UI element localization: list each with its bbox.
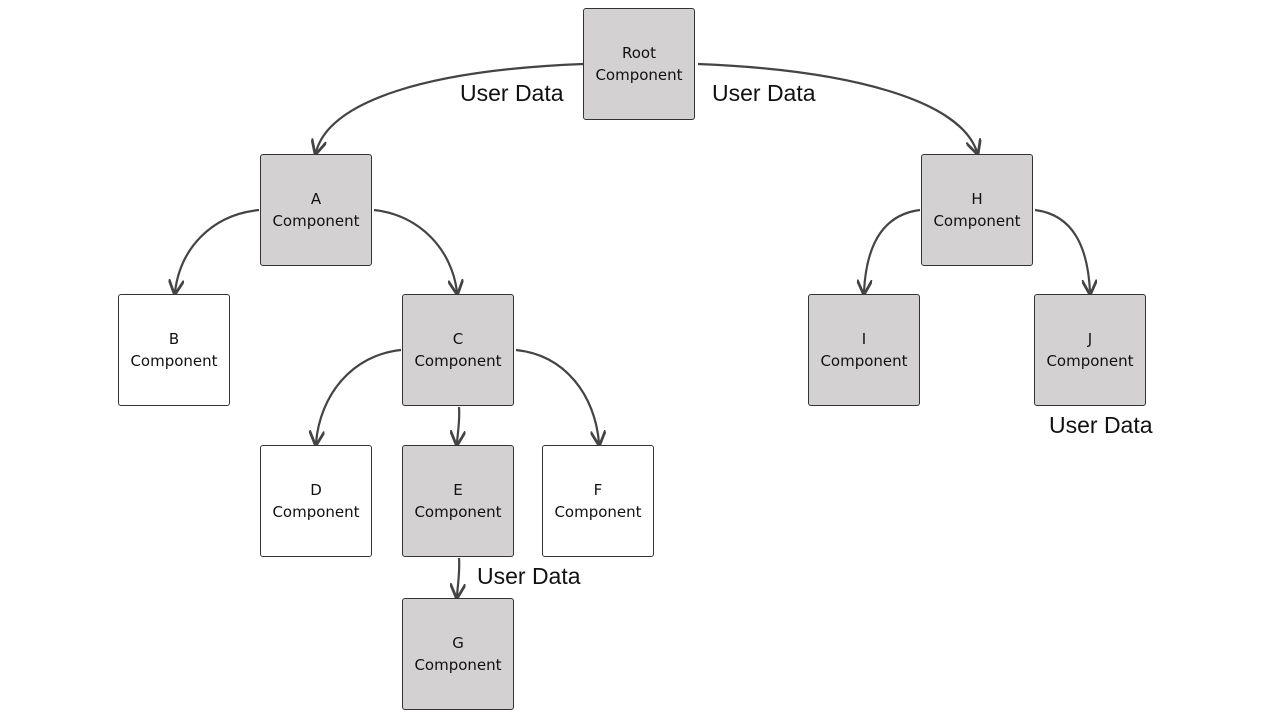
edge-h-j	[1034, 208, 1090, 292]
label-user-data-root-left: User Data	[460, 80, 564, 106]
node-root-sub: Component	[595, 66, 683, 84]
node-f: F Component	[542, 445, 654, 557]
edge-e-g	[457, 557, 459, 596]
node-j-name: J	[1087, 330, 1093, 348]
node-i-name: I	[861, 330, 867, 348]
node-e: E Component	[402, 445, 514, 557]
node-b: B Component	[118, 294, 230, 406]
node-b-name: B	[168, 330, 180, 348]
node-j-sub: Component	[1046, 352, 1134, 370]
node-e-sub: Component	[414, 503, 502, 521]
edge-c-e	[457, 406, 459, 443]
edge-c-f	[515, 348, 599, 443]
edge-root-h	[697, 62, 977, 152]
node-a-sub: Component	[272, 212, 360, 230]
edge-a-c	[373, 208, 457, 292]
node-e-name: E	[453, 481, 463, 499]
node-f-name: F	[593, 481, 603, 499]
node-c-name: C	[452, 330, 464, 348]
node-c-sub: Component	[414, 352, 502, 370]
label-user-data-e-g: User Data	[477, 563, 581, 589]
node-i-sub: Component	[820, 352, 908, 370]
edge-c-d	[316, 348, 402, 443]
node-a: A Component	[260, 154, 372, 266]
node-c: C Component	[402, 294, 514, 406]
edge-root-a	[316, 62, 584, 152]
node-f-sub: Component	[554, 503, 642, 521]
edge-a-b	[175, 208, 260, 292]
node-d: D Component	[260, 445, 372, 557]
node-d-name: D	[310, 481, 322, 499]
node-h: H Component	[921, 154, 1033, 266]
node-j: J Component	[1034, 294, 1146, 406]
node-b-sub: Component	[130, 352, 218, 370]
node-d-sub: Component	[272, 503, 360, 521]
node-root-name: Root	[622, 44, 656, 62]
node-g: G Component	[402, 598, 514, 710]
edge-h-i	[864, 208, 921, 292]
node-root: Root Component	[583, 8, 695, 120]
label-user-data-j: User Data	[1049, 412, 1153, 438]
node-i: I Component	[808, 294, 920, 406]
node-h-sub: Component	[933, 212, 1021, 230]
node-g-name: G	[452, 634, 464, 652]
node-a-name: A	[310, 190, 322, 208]
node-g-sub: Component	[414, 656, 502, 674]
label-user-data-root-right: User Data	[712, 80, 816, 106]
node-h-name: H	[971, 190, 983, 208]
